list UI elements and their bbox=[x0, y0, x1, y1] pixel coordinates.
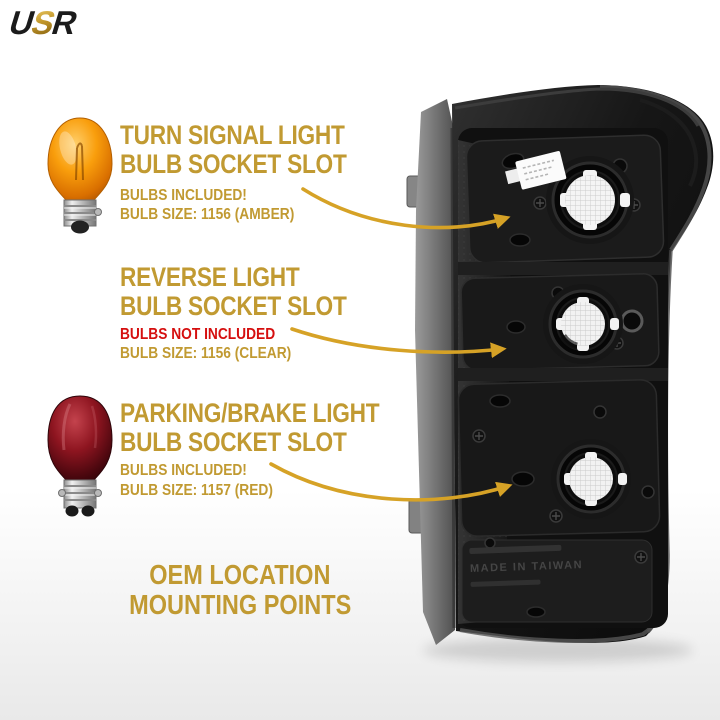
housing-shadow bbox=[423, 638, 693, 662]
section-note: BULBS INCLUDED! bbox=[120, 462, 247, 479]
socket-turn-signal bbox=[546, 156, 634, 244]
tail-light-housing-photo: MADE IN TAIWAN bbox=[406, 85, 714, 662]
oval-indents bbox=[489, 152, 546, 618]
section-note: BULBS NOT INCLUDED bbox=[120, 326, 276, 343]
red-bulb-image bbox=[47, 395, 113, 517]
amber-bulb-image bbox=[47, 117, 113, 234]
arrow-parking-brake bbox=[269, 462, 513, 502]
section-title: PARKING/BRAKE LIGHT BULB SOCKET SLOT bbox=[120, 398, 380, 457]
oem-location-caption: OEM LOCATION MOUNTING POINTS bbox=[128, 559, 352, 620]
section-title: REVERSE LIGHT BULB SOCKET SLOT bbox=[120, 262, 347, 321]
socket-parking-brake bbox=[551, 439, 631, 519]
mounting-flange bbox=[415, 99, 455, 645]
arrow-turn-signal bbox=[301, 187, 511, 230]
section-title: TURN SIGNAL LIGHT BULB SOCKET SLOT bbox=[120, 120, 347, 179]
embossed-text: MADE IN TAIWAN bbox=[470, 559, 583, 575]
socket-reverse bbox=[543, 284, 623, 364]
embossed-panel bbox=[461, 539, 653, 623]
section-bulb-size: BULB SIZE: 1157 (RED) bbox=[120, 482, 273, 499]
section-note: BULBS INCLUDED! bbox=[120, 187, 247, 204]
arrow-reverse bbox=[290, 327, 507, 359]
embossed-markings: MADE IN TAIWAN bbox=[469, 544, 583, 587]
sticker bbox=[505, 151, 567, 190]
section-bulb-size: BULB SIZE: 1156 (CLEAR) bbox=[120, 345, 292, 362]
section-bulb-size: BULB SIZE: 1156 (AMBER) bbox=[120, 206, 295, 223]
